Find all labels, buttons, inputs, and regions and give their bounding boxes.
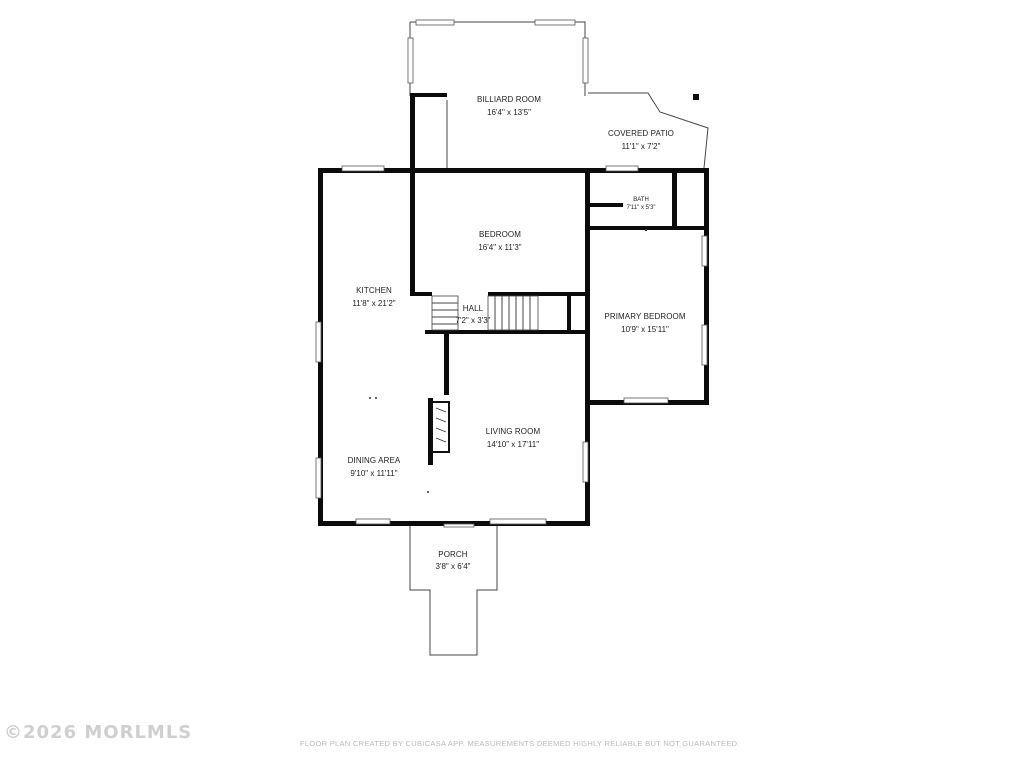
kitchen-dims: 11'8" x 21'2" — [352, 299, 395, 308]
hall-name: HALL — [463, 304, 484, 313]
billiard-room-name: BILLIARD ROOM — [477, 95, 541, 104]
porch-dims: 3'8" x 6'4" — [436, 562, 471, 571]
mls-watermark: ©2026 MORLMLS — [4, 722, 193, 743]
room-labels: BILLIARD ROOM 16'4" x 13'5" COVERED PATI… — [348, 95, 686, 571]
bath-name: BATH — [633, 197, 649, 203]
billiard-room-walls — [407, 19, 589, 170]
covered-patio-name: COVERED PATIO — [608, 129, 674, 138]
bedroom-dims: 16'4" x 11'3" — [478, 243, 521, 252]
bath-dims: 7'11" x 5'3" — [626, 205, 655, 211]
primary-bedroom-name: PRIMARY BEDROOM — [604, 312, 685, 321]
fixture-dots — [369, 228, 648, 493]
billiard-room-dims: 16'4" x 13'5" — [487, 108, 531, 117]
bedroom-name: BEDROOM — [479, 230, 521, 239]
windows — [315, 165, 708, 525]
covered-patio-walls — [588, 92, 709, 169]
living-room-dims: 14'10" x 17'11" — [487, 440, 539, 449]
dining-area-name: DINING AREA — [348, 456, 401, 465]
kitchen-name: KITCHEN — [356, 286, 392, 295]
porch-outline — [409, 523, 498, 656]
covered-patio-dims: 11'1" x 7'2" — [622, 142, 661, 151]
porch-name: PORCH — [438, 550, 468, 559]
floorplan-disclaimer: FLOOR PLAN CREATED BY CUBICASA APP. MEAS… — [300, 739, 740, 748]
primary-bedroom-dims: 10'9" x 15'11" — [621, 325, 669, 334]
dining-area-dims: 9'10" x 11'11" — [350, 469, 397, 478]
hall-dims: 7'2" x 3'3" — [456, 316, 491, 325]
hall-stairs — [431, 295, 539, 331]
living-room-name: LIVING ROOM — [486, 427, 541, 436]
